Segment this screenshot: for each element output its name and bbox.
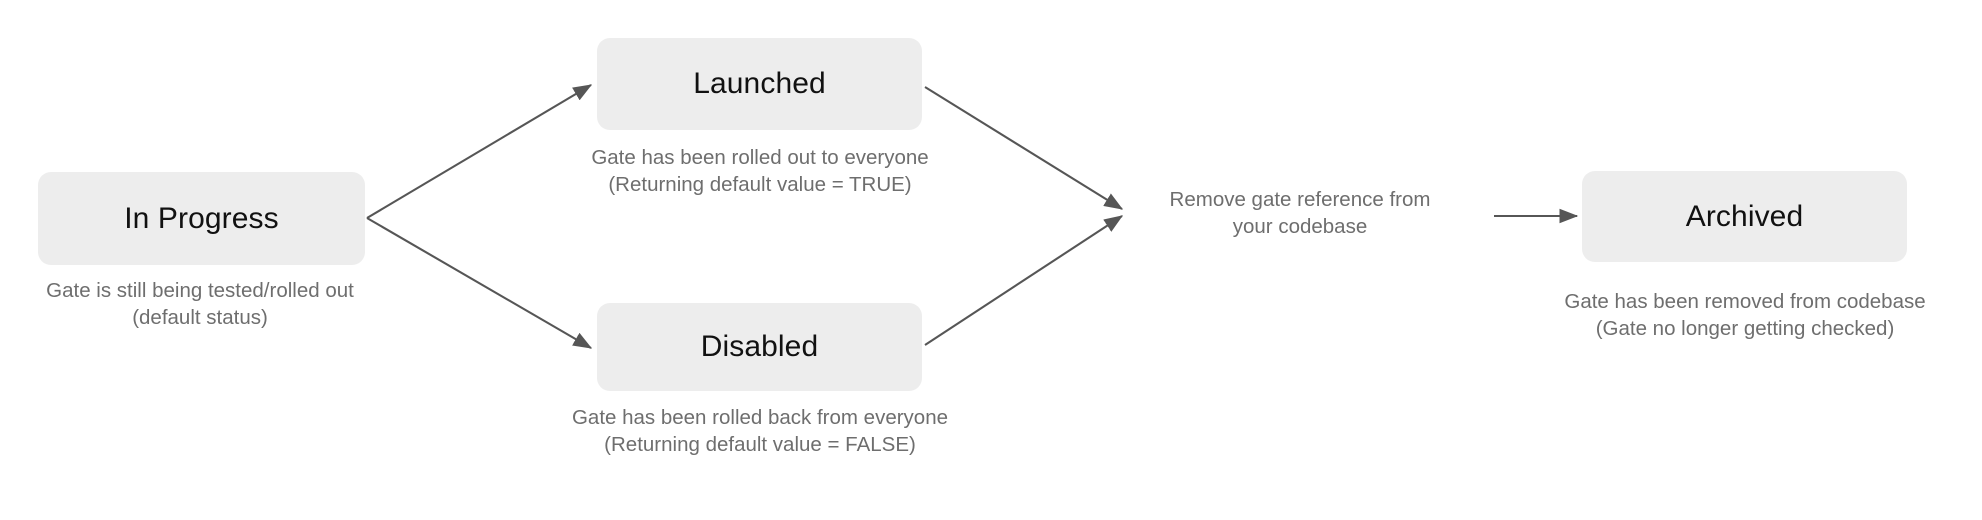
caption-archived: Gate has been removed from codebase (Gat… [1564, 290, 1926, 340]
node-in-progress[interactable]: In Progress [38, 172, 365, 265]
node-archived[interactable]: Archived [1582, 171, 1907, 262]
edge-label-remove-gate-reference: Remove gate reference from your codebase [1169, 188, 1431, 238]
node-disabled[interactable]: Disabled [597, 303, 922, 391]
caption-launched: Gate has been rolled out to everyone (Re… [591, 146, 929, 196]
node-launched-label: Launched [693, 67, 826, 100]
caption-in-progress: Gate is still being tested/rolled out (d… [46, 279, 354, 329]
node-disabled-label: Disabled [700, 330, 819, 363]
node-launched[interactable]: Launched [597, 38, 922, 130]
node-archived-label: Archived [1685, 199, 1804, 233]
caption-disabled: Gate has been rolled back from everyone … [571, 406, 949, 456]
edge-disabled-to-junction [924, 215, 1124, 346]
node-in-progress-label: In Progress [124, 201, 279, 235]
